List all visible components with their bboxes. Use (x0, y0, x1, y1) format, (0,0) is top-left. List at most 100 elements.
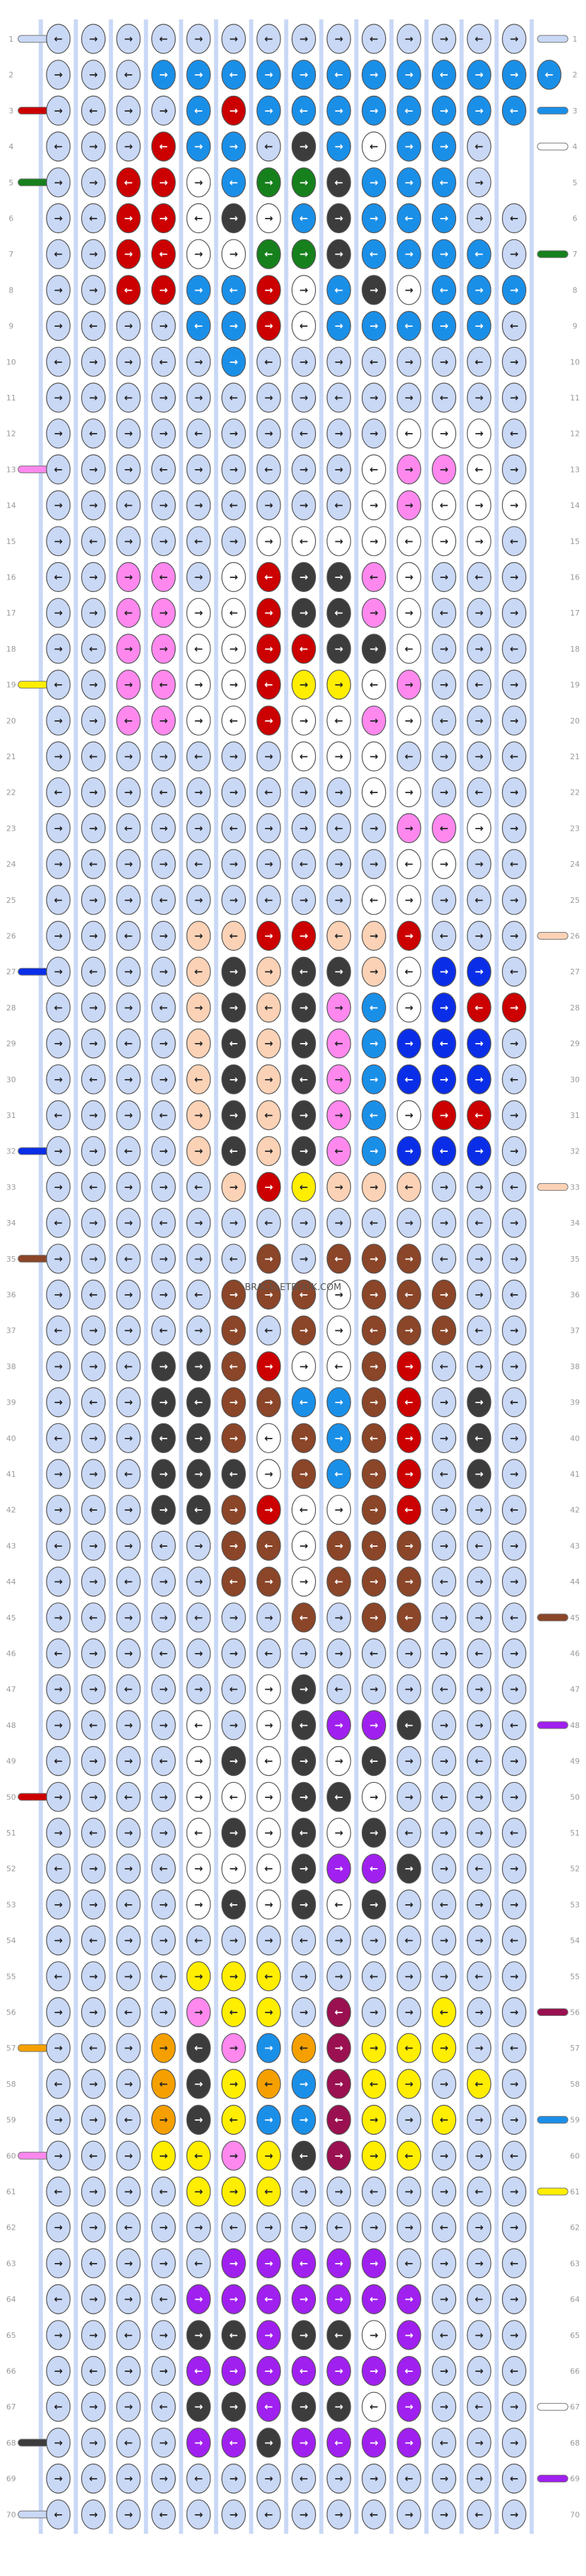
knot-oval (396, 2355, 421, 2387)
knot-oval (396, 2212, 421, 2243)
knot-arrow-icon: → (299, 930, 308, 942)
knot-arrow-icon: ← (335, 1683, 344, 1695)
knot-arrow-icon: → (54, 1037, 63, 1050)
knot-oval (81, 2105, 106, 2135)
knot-oval (256, 239, 281, 269)
knot: → (221, 418, 246, 449)
knot: → (221, 561, 246, 593)
knot-oval (361, 1136, 387, 1167)
knot-arrow-icon: → (405, 1863, 414, 1875)
knot-oval (431, 920, 457, 951)
knot-oval (221, 813, 246, 844)
knot-oval (221, 1028, 246, 1059)
knot: → (326, 2140, 351, 2171)
knot-arrow-icon: → (159, 535, 168, 548)
knot-oval (256, 1602, 281, 1633)
knot-arrow-icon: → (194, 679, 203, 691)
knot-oval (361, 1566, 387, 1597)
knot-oval (326, 1638, 351, 1669)
knot: → (291, 2284, 317, 2314)
knot-oval (361, 777, 387, 808)
knot: → (291, 1566, 317, 1597)
knot-oval (396, 2248, 421, 2278)
knot-oval (501, 24, 527, 54)
knot: ← (151, 669, 176, 700)
knot-arrow-icon: → (299, 1324, 308, 1337)
knot-oval (396, 131, 421, 162)
knot-oval (221, 956, 246, 987)
knot-oval (116, 490, 141, 520)
knot: → (291, 1530, 317, 1561)
knot-oval (81, 1459, 106, 1489)
knot-oval (467, 346, 492, 377)
knot-arrow-icon: → (265, 499, 274, 511)
knot: ← (291, 2355, 317, 2387)
knot-arrow-icon: ← (405, 1396, 414, 1409)
knot-oval (256, 2499, 281, 2530)
knot: → (46, 2140, 71, 2171)
knot: → (361, 2140, 387, 2171)
knot: ← (467, 24, 492, 54)
knot: ← (256, 1854, 281, 1884)
knot: → (501, 1997, 527, 2028)
knot: → (151, 2212, 176, 2243)
knot-arrow-icon: ← (510, 1504, 519, 1516)
knot-arrow-icon: ← (265, 786, 274, 799)
knot-arrow-icon: → (229, 1001, 238, 1014)
knot: → (326, 885, 351, 915)
knot-arrow-icon: → (54, 822, 63, 834)
knot-arrow-icon: → (299, 1970, 308, 1983)
knot: → (151, 2355, 176, 2387)
knot-arrow-icon: ← (335, 1253, 344, 1265)
knot: → (361, 526, 387, 557)
knot: → (46, 1925, 71, 1956)
knot-arrow-icon: ← (335, 284, 344, 296)
knot: → (396, 1638, 421, 1669)
knot: → (431, 2248, 457, 2278)
knot: ← (467, 1100, 492, 1130)
knot-arrow-icon: → (405, 571, 414, 584)
knot-oval (116, 1530, 141, 1561)
knot: → (326, 1171, 351, 1203)
row-label-left: 32 (6, 1147, 16, 1156)
knot: ← (537, 60, 562, 90)
knot: → (116, 2140, 141, 2171)
knot-arrow-icon: ← (299, 212, 308, 225)
knot-oval (46, 490, 71, 520)
row-label-right: 58 (570, 2080, 580, 2089)
knot-arrow-icon: ← (194, 2257, 203, 2269)
knot: ← (186, 418, 211, 449)
knot: → (361, 1495, 387, 1525)
knot-oval (256, 526, 281, 557)
knot-oval (151, 1208, 176, 1238)
knot-arrow-icon: → (194, 391, 203, 404)
knot-oval (116, 2248, 141, 2278)
knot: ← (116, 60, 141, 90)
row-label-right: 37 (570, 1326, 580, 1335)
row-label-right: 53 (570, 1900, 580, 1909)
knot-arrow-icon: → (335, 750, 344, 763)
knot: ← (467, 992, 492, 1023)
knot-arrow-icon: → (440, 571, 449, 584)
knot-oval (361, 275, 387, 305)
knot-arrow-icon: ← (510, 212, 519, 225)
knot-arrow-icon: → (299, 786, 308, 799)
knot: → (326, 2284, 351, 2314)
knot: → (291, 2212, 317, 2243)
knot: ← (116, 598, 141, 628)
knot-arrow-icon: → (124, 463, 133, 475)
knot-oval (116, 561, 141, 593)
knot-arrow-icon: ← (124, 1575, 133, 1588)
knot: → (396, 813, 421, 844)
knot-oval (501, 2176, 527, 2207)
knot: → (431, 2391, 457, 2422)
knot: → (361, 2464, 387, 2494)
knot-oval (256, 1674, 281, 1704)
row-label-left: 29 (6, 1040, 16, 1049)
knot: → (431, 1423, 457, 1453)
knot: → (116, 2248, 141, 2278)
knot-oval (501, 454, 527, 485)
knot-arrow-icon: → (194, 284, 203, 296)
knot-oval (186, 777, 211, 808)
knot-arrow-icon: → (194, 1432, 203, 1444)
